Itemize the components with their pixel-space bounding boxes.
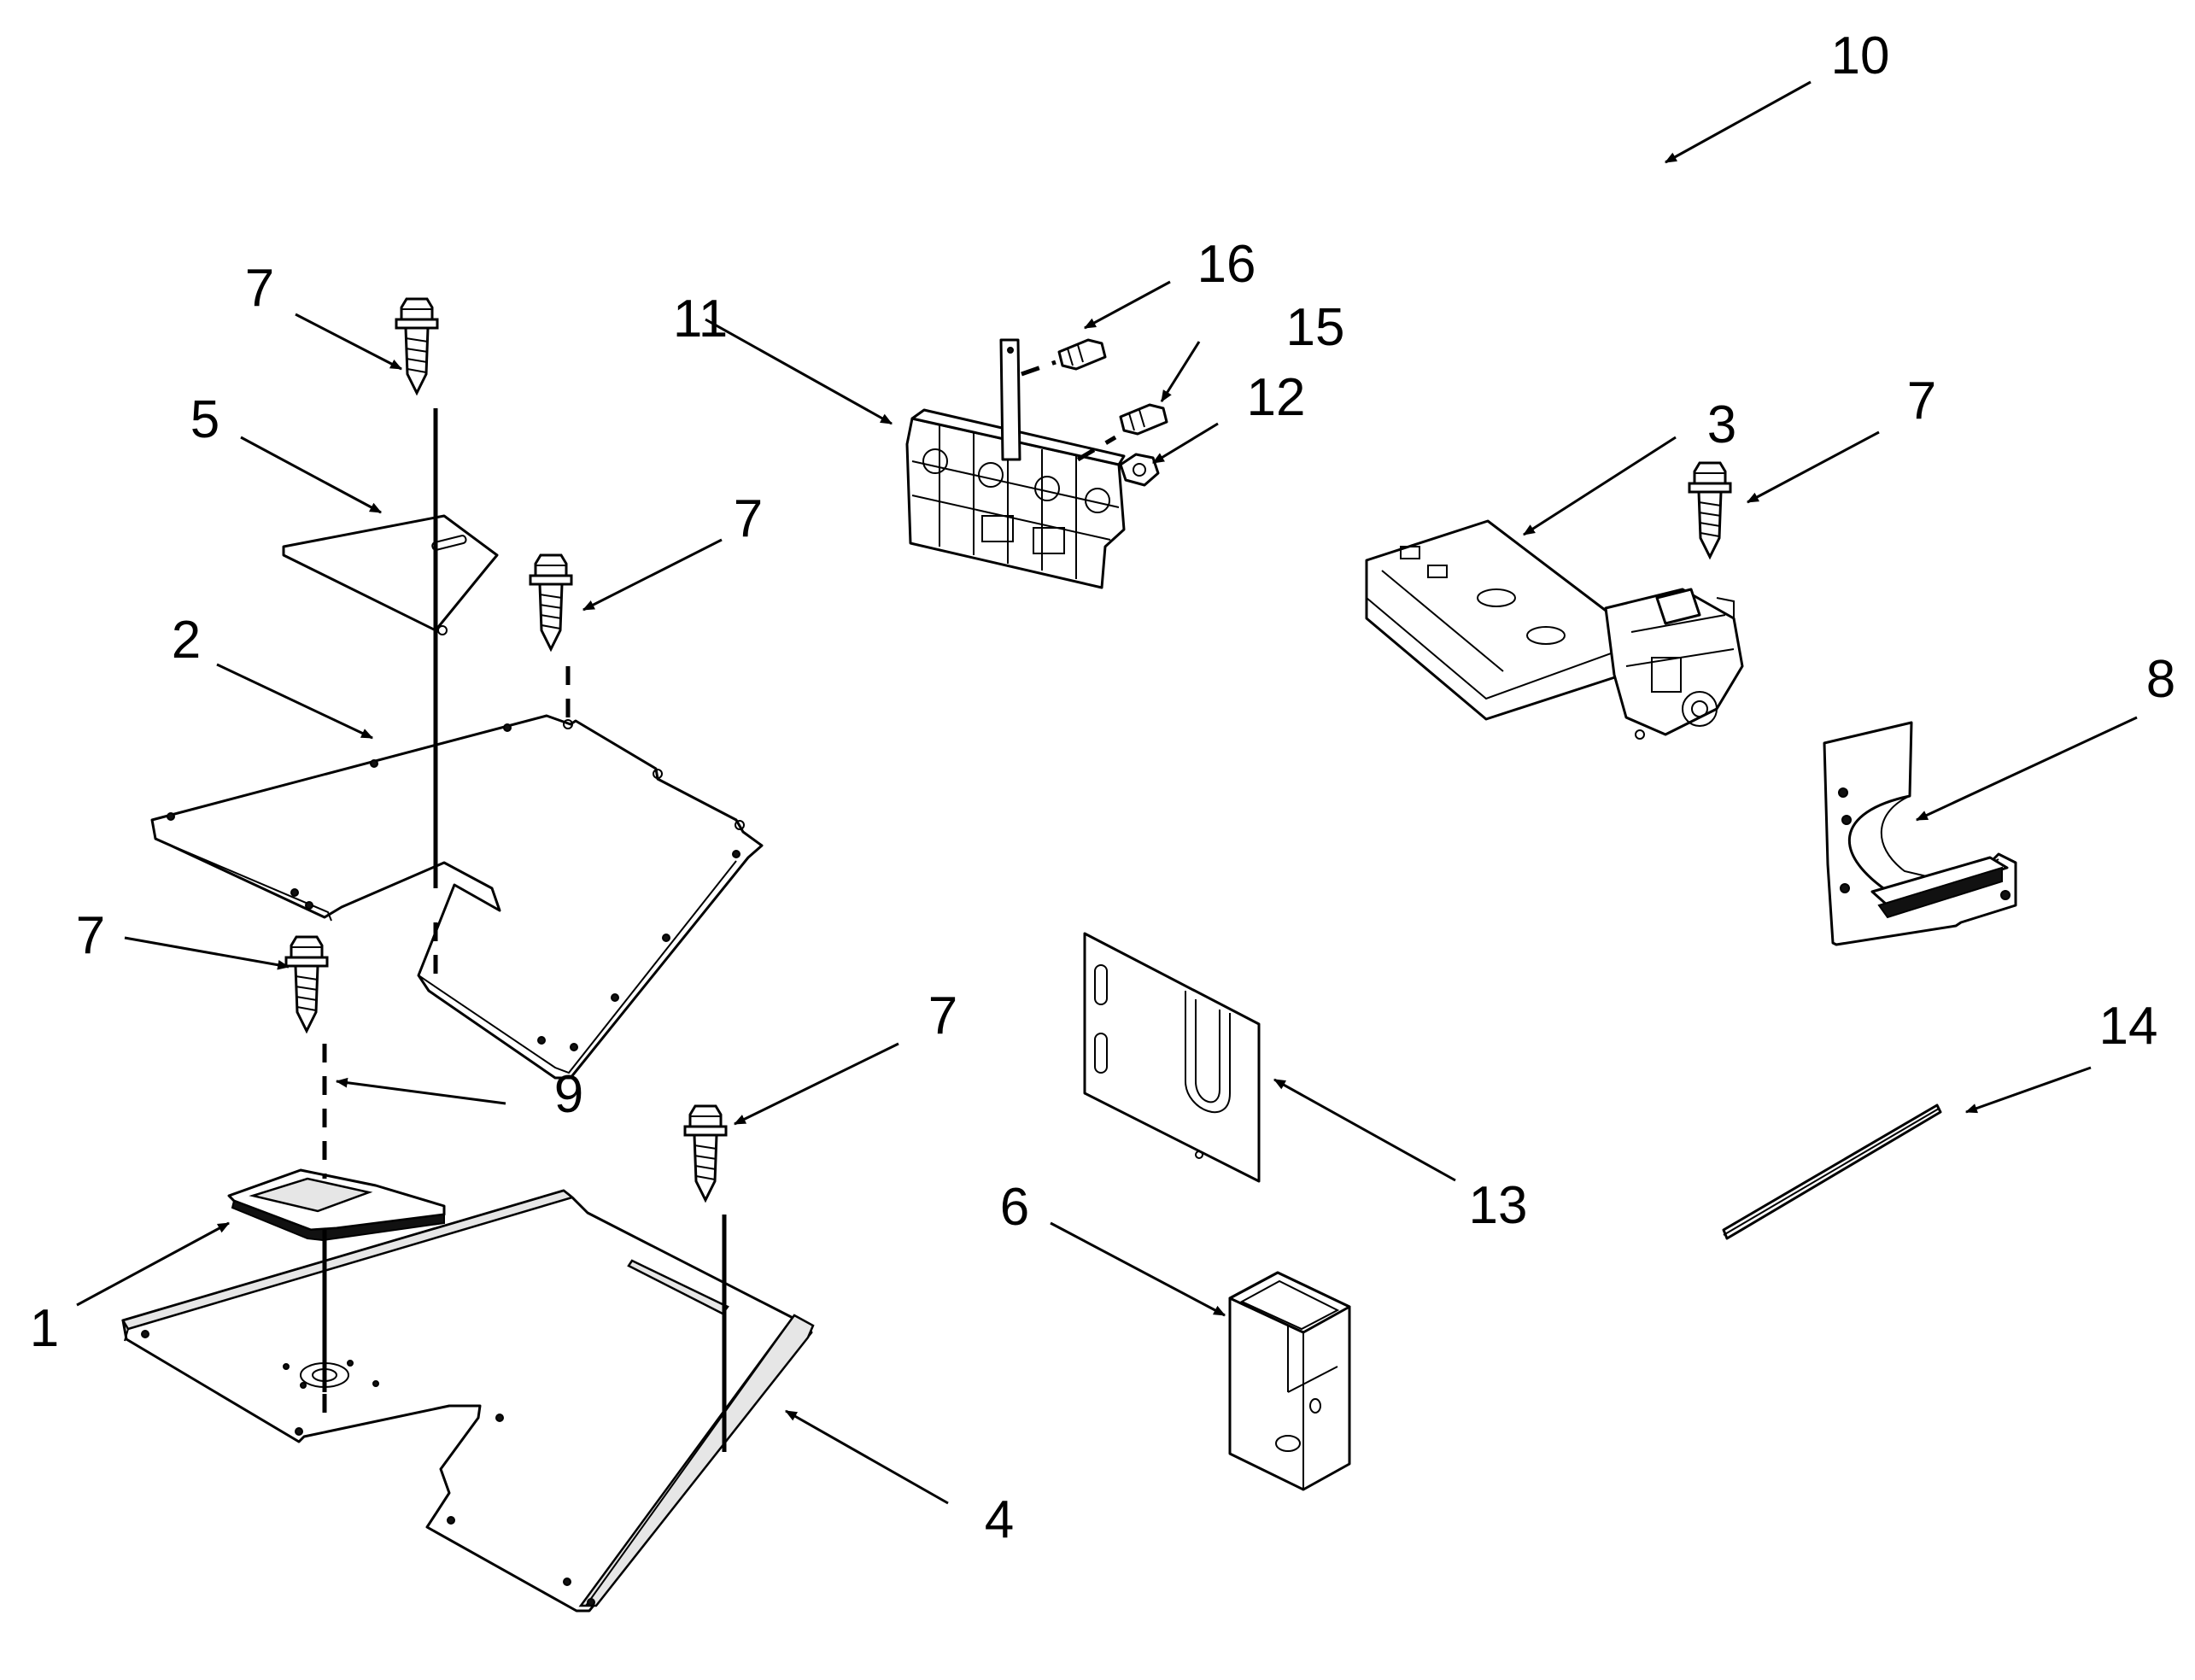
callout-16: 16 [1197,235,1256,294]
callout-7-mid: 7 [734,489,763,548]
callout-15: 15 [1286,298,1345,357]
callout-13: 13 [1469,1176,1528,1235]
leader-arrows [76,80,2138,1505]
strip-14 [1722,1103,1942,1240]
callout-3: 3 [1707,395,1736,454]
callout-6: 6 [1000,1178,1029,1237]
assembly-lines [322,408,727,1452]
screw-7-mid [529,553,573,651]
junction-box-6 [1228,1271,1351,1491]
callout-10: 10 [1831,26,1890,85]
callout-9: 9 [554,1065,583,1124]
callout-labels: 7 5 7 2 7 9 7 1 4 6 13 11 16 15 12 3 7 8… [30,26,2175,1549]
callout-7-bottom: 7 [928,986,957,1045]
callout-8: 8 [2146,650,2175,709]
nut-12 [1119,453,1160,487]
bracket-plate-5 [282,514,499,635]
screw-7-left [284,935,329,1033]
callout-11: 11 [673,290,728,348]
cover-plate-2 [150,714,764,1080]
stud-15 [1076,403,1168,462]
callout-7-left: 7 [76,906,105,965]
support-bracket-8 [1823,721,2017,946]
callout-7-right: 7 [1907,372,1936,430]
callout-12: 12 [1247,368,1306,427]
callout-2: 2 [172,611,201,670]
wedge-block-1 [227,1168,446,1242]
screw-7-right [1688,461,1732,559]
valve-assembly-3 [1365,519,1744,740]
callout-1: 1 [30,1299,59,1358]
slotted-plate-13 [1083,932,1261,1183]
callout-4: 4 [985,1490,1014,1549]
callout-14: 14 [2099,997,2158,1056]
callout-7-top: 7 [245,259,274,318]
terminal-block-11 [905,338,1126,589]
base-plate-4 [121,1189,815,1613]
stud-16 [1021,338,1107,377]
screw-7-bottom [683,1104,728,1202]
screw-7-top [395,297,439,395]
callout-5: 5 [190,390,220,449]
